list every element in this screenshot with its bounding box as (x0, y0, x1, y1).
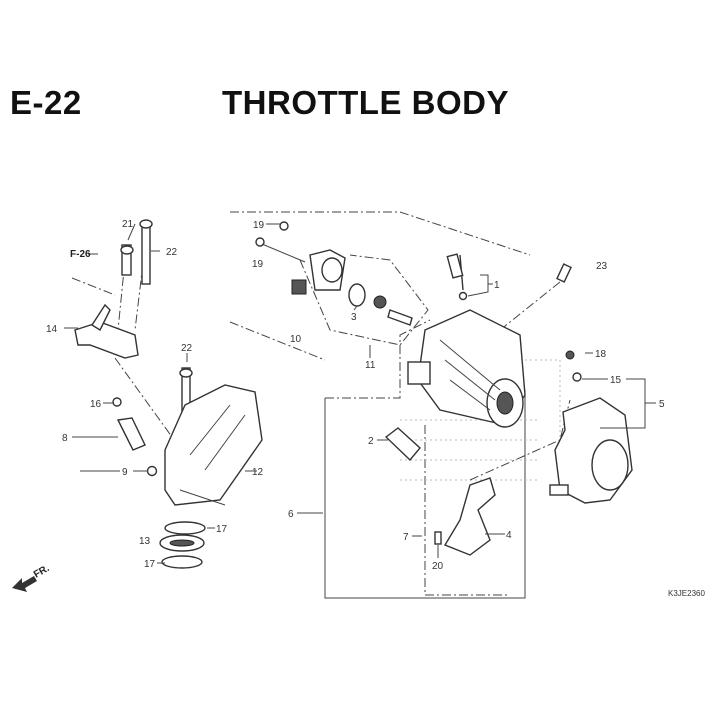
throttle-body (384, 253, 572, 556)
diagram-code: E-22 (10, 84, 82, 121)
callout-20: 20 (432, 561, 444, 572)
front-direction-label: FR. (32, 563, 52, 581)
callout-16: 16 (90, 399, 102, 410)
callout-15: 15 (610, 375, 622, 386)
callout-21: 21 (122, 219, 134, 230)
callout-11: 11 (365, 360, 376, 371)
callout-17: 17 (144, 559, 156, 570)
reference-link[interactable]: F-26 (70, 249, 91, 260)
callout-3: 3 (351, 312, 357, 323)
front-direction-arrow: FR. (12, 563, 52, 592)
callout-1: 1 (494, 280, 500, 291)
callout-14: 14 (46, 324, 58, 335)
callout-22: 22 (181, 343, 193, 354)
cover-assembly (549, 350, 633, 504)
callout-9: 9 (122, 467, 128, 478)
callouts: F-26 21 22 14 22 16 8 9 12 17 13 17 19 1… (46, 219, 705, 598)
leader-lines (64, 223, 656, 564)
callout-5: 5 (659, 399, 665, 410)
callout-12: 12 (252, 467, 264, 478)
callout-19: 19 (252, 259, 264, 270)
diagram-id: K3JE2360 (668, 589, 705, 598)
callout-18: 18 (595, 349, 607, 360)
parts-sensor (255, 221, 413, 326)
callout-7: 7 (403, 532, 409, 543)
callout-4: 4 (506, 530, 512, 541)
callout-23: 23 (596, 261, 608, 272)
callout-10: 10 (290, 334, 302, 345)
callout-17: 17 (216, 524, 228, 535)
callout-22: 22 (166, 247, 178, 258)
callout-13: 13 (139, 536, 151, 547)
diagram-title: THROTTLE BODY (222, 84, 509, 121)
callout-19: 19 (253, 220, 265, 231)
callout-6: 6 (288, 509, 294, 520)
callout-2: 2 (368, 436, 374, 447)
parts-left (71, 219, 263, 569)
callout-8: 8 (62, 433, 68, 444)
